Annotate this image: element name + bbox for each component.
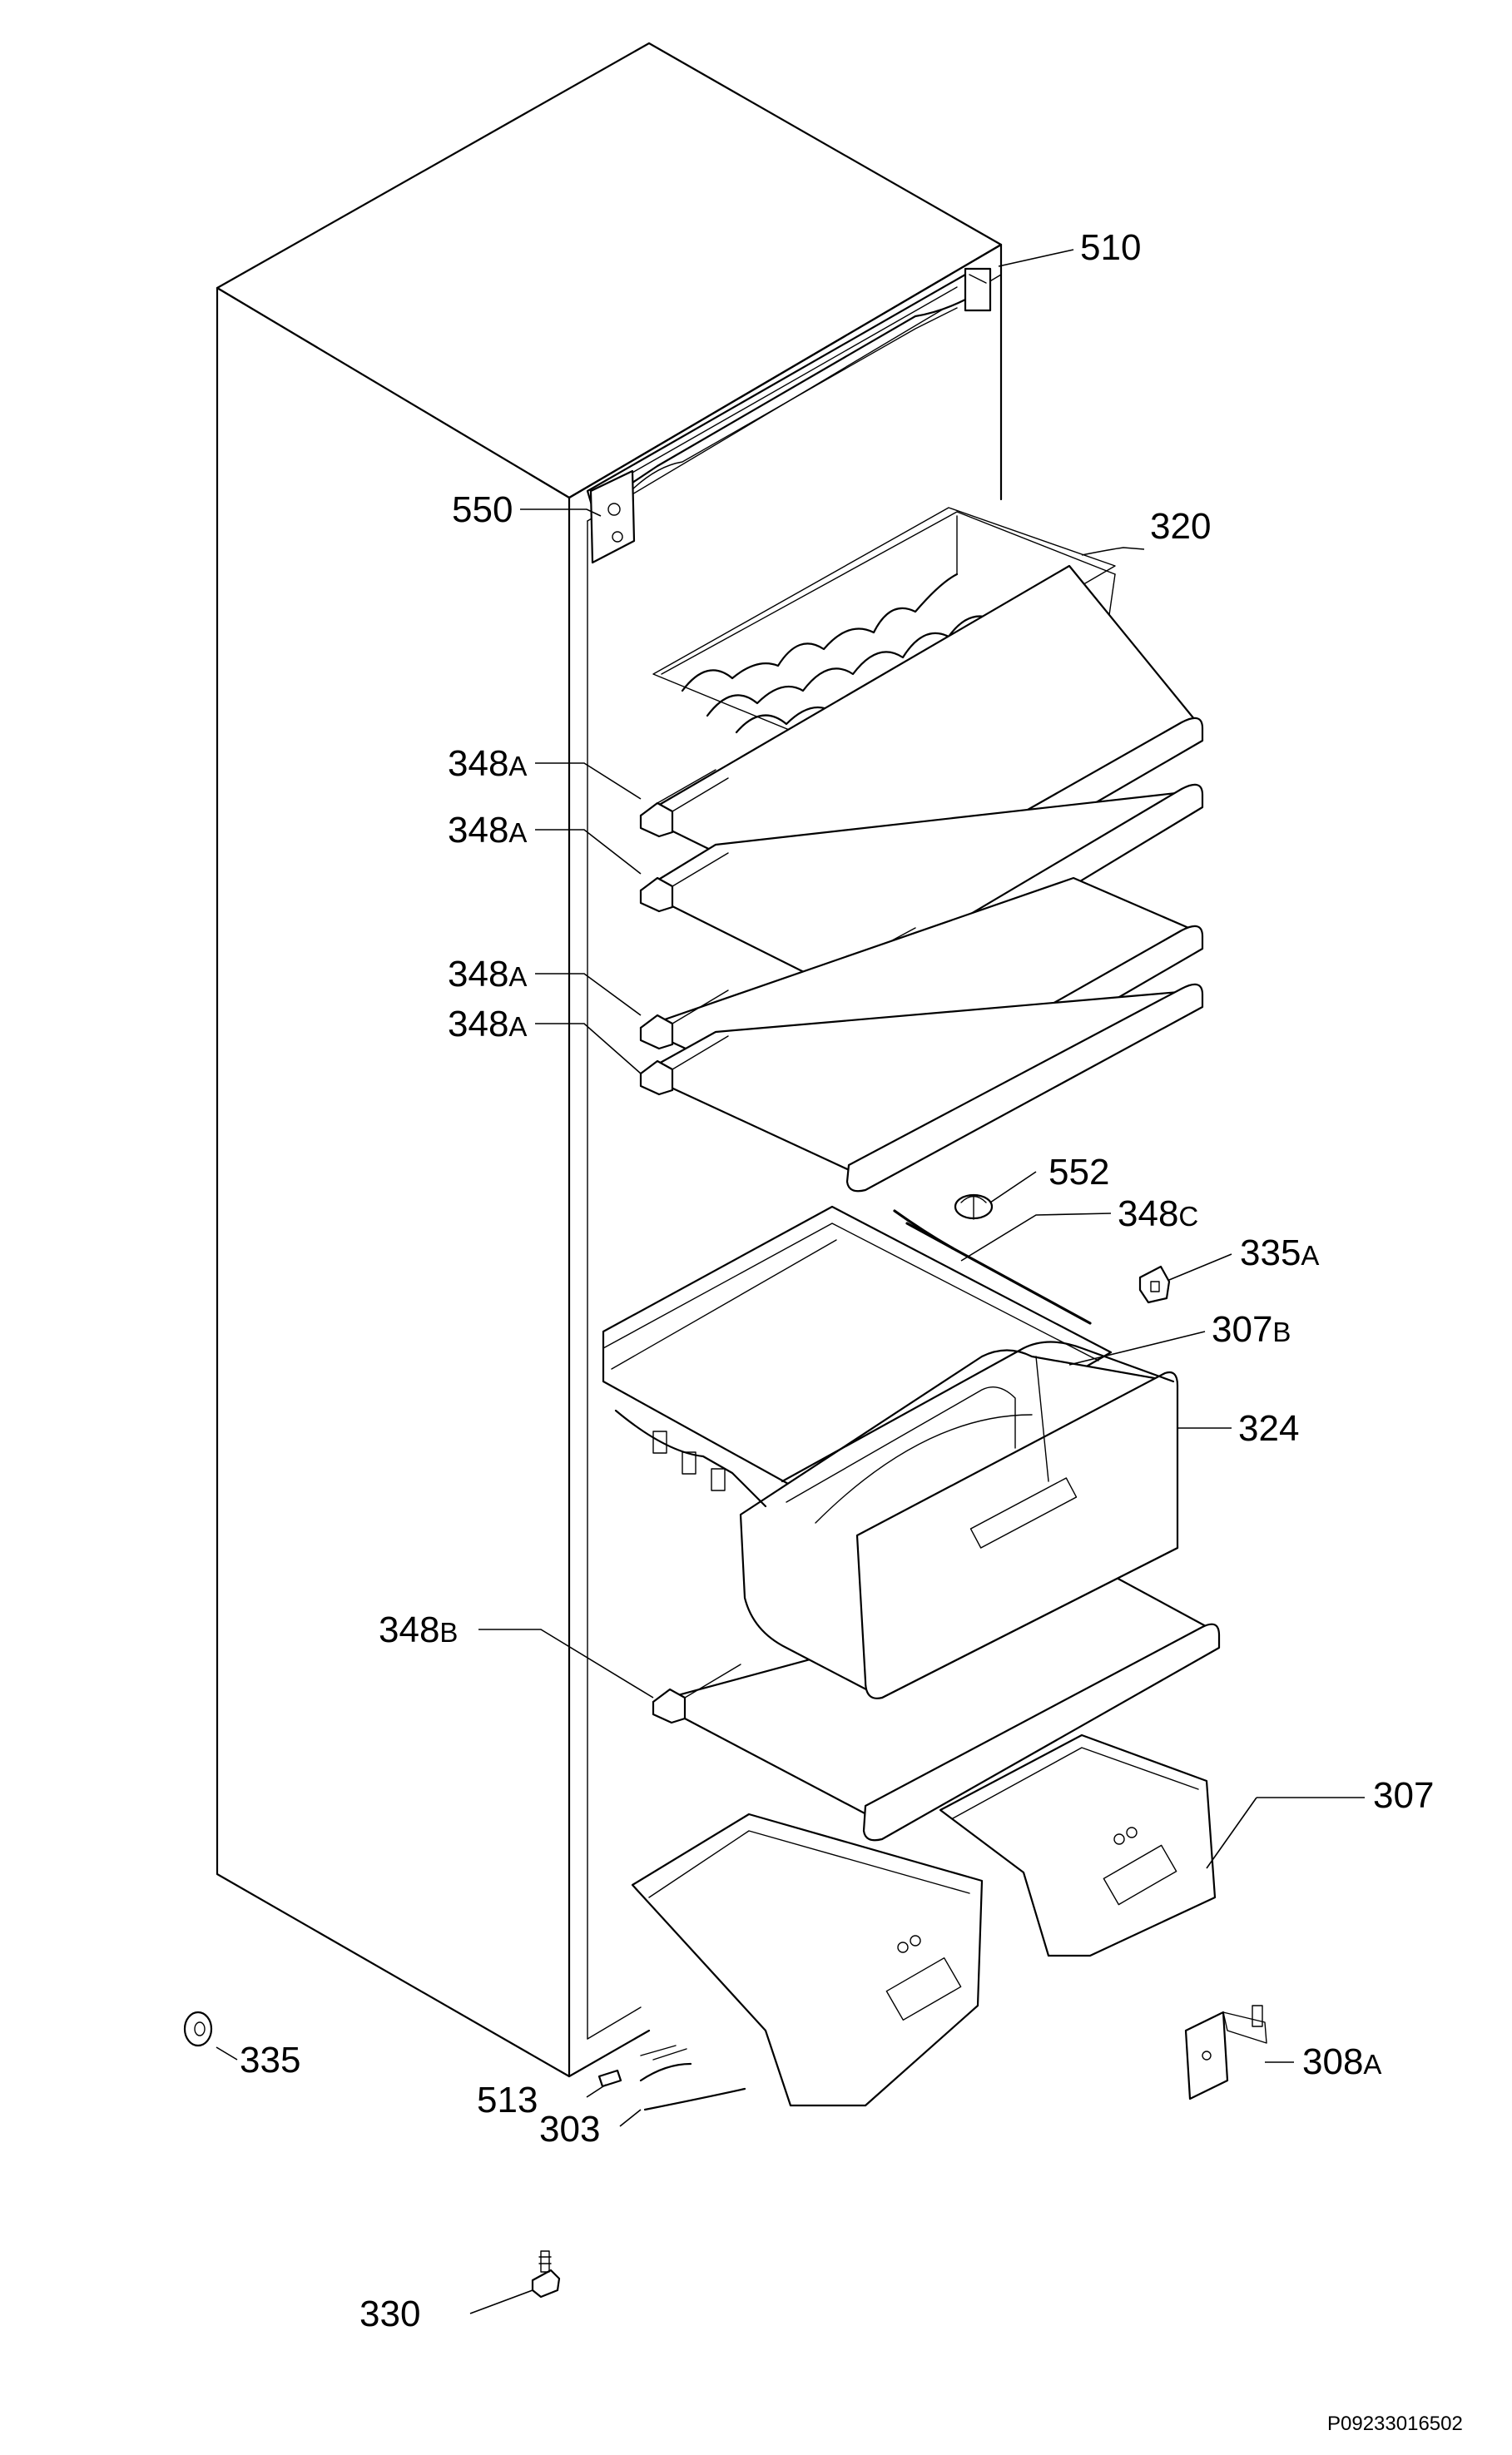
document-code: P09233016502 bbox=[1327, 2413, 1463, 2435]
label-320: 320 bbox=[1150, 506, 1211, 547]
label-303: 303 bbox=[539, 2109, 600, 2150]
label-307: 307 bbox=[1373, 1775, 1434, 1816]
label-324: 324 bbox=[1238, 1408, 1299, 1449]
label-348b: 348B bbox=[379, 1609, 458, 1650]
leader-lines bbox=[216, 249, 1365, 2314]
glass-shelf-part-348a-4 bbox=[639, 983, 1204, 1193]
part-labels: 510 550 320 348A 348A 348A 348A 552 348C… bbox=[240, 227, 1463, 2435]
vegetable-drawer-part-307-left bbox=[631, 1813, 984, 2107]
crisper-shelf-part-348c bbox=[602, 1205, 1113, 1512]
label-348c: 348C bbox=[1118, 1193, 1198, 1234]
plinth-part-303 bbox=[639, 2045, 746, 2111]
screw-part-330 bbox=[531, 2250, 561, 2299]
vegetable-drawer-part-307-right bbox=[939, 1733, 1217, 1957]
fan-part-552 bbox=[954, 1193, 994, 1220]
crisper-rail-detail bbox=[614, 1409, 767, 1508]
label-308a: 308A bbox=[1302, 2041, 1381, 2082]
label-335: 335 bbox=[240, 2040, 300, 2081]
clip-part-513 bbox=[597, 2069, 622, 2088]
label-513: 513 bbox=[477, 2080, 538, 2120]
label-348a-3: 348A bbox=[448, 954, 527, 994]
crisper-front-part-307b bbox=[781, 1341, 1175, 1483]
label-510: 510 bbox=[1080, 227, 1141, 268]
foot-part-335 bbox=[183, 2011, 213, 2047]
glass-shelf-part-348b bbox=[652, 1575, 1221, 1842]
control-panel-part-510 bbox=[586, 267, 992, 509]
label-348a-1: 348A bbox=[448, 743, 527, 784]
label-348a-4: 348A bbox=[448, 1004, 527, 1044]
hinge-part-308a bbox=[1184, 2005, 1267, 2100]
label-335a: 335A bbox=[1240, 1232, 1319, 1273]
clip-part-335a bbox=[1138, 1265, 1171, 1304]
label-307b: 307B bbox=[1212, 1309, 1291, 1350]
crisper-drawer-part-324 bbox=[739, 1349, 1179, 1699]
lamp-holder-part-550 bbox=[589, 469, 636, 564]
label-348a-2: 348A bbox=[448, 810, 527, 851]
label-330: 330 bbox=[359, 2294, 420, 2334]
label-552: 552 bbox=[1048, 1152, 1109, 1193]
label-550: 550 bbox=[452, 489, 513, 530]
